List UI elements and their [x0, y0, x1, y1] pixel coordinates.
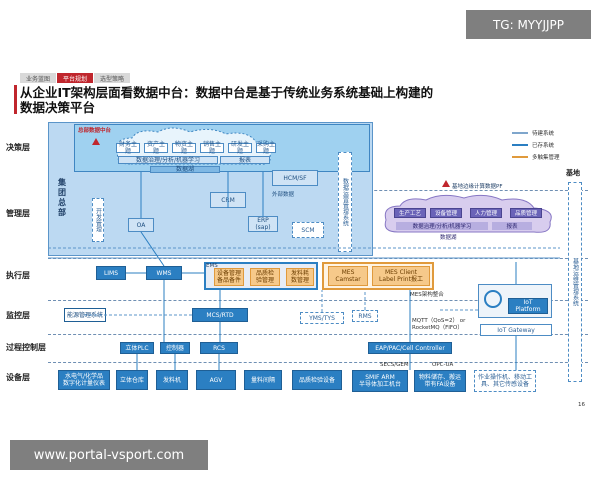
lims-system[interactable]: LIMS	[96, 266, 126, 280]
layer-execution: 执行层	[6, 271, 30, 280]
base-equipment[interactable]: 设备管理	[430, 208, 462, 218]
device-meters[interactable]: 水电气/化学品 数字化计量仪表	[58, 370, 110, 390]
device-smif[interactable]: SMIF ARM 半导体加工机台	[352, 370, 408, 392]
iot-gateway[interactable]: IoT Gateway	[480, 324, 552, 336]
ems-equipment-spare[interactable]: 设备管理 备品备件	[214, 268, 244, 286]
base-hr[interactable]: 人力管理	[470, 208, 502, 218]
mes-camstar[interactable]: MES Camstar	[328, 266, 368, 286]
device-dispatcher[interactable]: 发料机	[156, 370, 188, 390]
legend-planned: 待建系统	[532, 131, 555, 137]
layer-decision: 决策层	[6, 143, 30, 152]
mes-client[interactable]: MES Client Label Print报工	[372, 266, 430, 286]
topic-purchase[interactable]: 采购主题	[256, 141, 276, 155]
oa-system[interactable]: OA	[128, 218, 154, 232]
topic-sales[interactable]: 销售主题	[200, 141, 224, 155]
layer-device: 设备层	[6, 373, 30, 382]
topic-rnd[interactable]: 研发主题	[228, 141, 252, 155]
topic-finance[interactable]: 财务主题	[116, 141, 140, 155]
hq-governance[interactable]: 数据治理/分析/机器学习	[118, 156, 218, 164]
erp-label: ERP	[257, 217, 269, 224]
base-quality[interactable]: 品质管理	[510, 208, 542, 218]
legend-multi: 多触集管理	[532, 155, 560, 161]
external-data: 外部数据	[272, 192, 295, 198]
layer-management: 管理层	[6, 209, 30, 218]
page-title-line2: 数据决策平台	[20, 100, 96, 115]
warning-icon	[92, 138, 100, 145]
legend-planned-line	[512, 132, 528, 134]
crm-system[interactable]: CRM	[210, 192, 246, 208]
plc-stereo[interactable]: 立体PLC	[120, 342, 154, 354]
iot-platform-label: IoT Platform	[508, 298, 548, 314]
separator-4	[48, 334, 588, 335]
dev-management[interactable]: 开发管理	[92, 198, 104, 242]
device-quality[interactable]: 品质检验设备	[292, 370, 342, 390]
separator-3	[48, 300, 588, 301]
controller[interactable]: 控制器	[160, 342, 190, 354]
mqtt-note: MQTT（QoS=2） or RocketMQ（FIFO）	[412, 318, 466, 331]
watermark-top: TG: MYYJJPP	[466, 10, 591, 39]
erp-system[interactable]: ERP (sap)	[248, 216, 278, 232]
base-label: 基地	[566, 169, 580, 177]
legend-multi-line	[512, 156, 528, 158]
base-ops-management[interactable]: 基地运维管理系统	[568, 182, 582, 382]
yms-tys[interactable]: YMS/TYS	[300, 312, 344, 324]
base-warning-icon	[442, 180, 450, 187]
hq-datalake[interactable]: 数据湖	[150, 166, 220, 173]
layer-monitoring: 监控层	[6, 311, 30, 320]
hq-report[interactable]: 报表	[220, 156, 270, 164]
base-governance[interactable]: 数据治理/分析/机器学习	[396, 222, 488, 230]
hq-platform-label: 总部数据中台	[78, 128, 112, 134]
base-process[interactable]: 生产工艺	[394, 208, 426, 218]
base-report[interactable]: 报表	[492, 222, 532, 230]
tab-platform-planning[interactable]: 平台规划	[57, 73, 93, 83]
tab-business-blueprint[interactable]: 业务蓝图	[20, 73, 56, 83]
device-storage[interactable]: 物料储存、搬运 带有FA设备	[414, 370, 466, 392]
separator-5	[48, 362, 588, 363]
opc-ua: OPC-UA	[432, 362, 454, 368]
rms[interactable]: RMS	[352, 310, 378, 322]
tab-selection-strategy[interactable]: 选型策略	[94, 73, 130, 83]
rcs[interactable]: RCS	[200, 342, 238, 354]
iot-platform-icon	[484, 290, 502, 308]
base-edge-center: 基地边缘计算数据PF	[452, 184, 503, 190]
device-warehouse[interactable]: 立体仓库	[116, 370, 148, 390]
ems-dispatch[interactable]: 发料耗 数管理	[286, 268, 314, 286]
mcs-rtd[interactable]: MCS/RTD	[192, 308, 248, 322]
page-number: 16	[578, 402, 585, 408]
ems-quality-check[interactable]: 品质检 验管理	[250, 268, 280, 286]
device-material-room[interactable]: 量料间隔	[244, 370, 282, 390]
ems-label: EMS	[206, 263, 218, 269]
topic-material[interactable]: 物资主题	[172, 141, 196, 155]
hq-ops-management[interactable]: 数据运营管理系统	[338, 152, 352, 252]
erp-sub-label: (sap)	[255, 224, 271, 231]
topic-asset[interactable]: 资产主题	[144, 141, 168, 155]
separator-2	[48, 258, 588, 259]
layer-process-control: 过程控制层	[6, 343, 46, 352]
scm-system[interactable]: SCM	[292, 222, 324, 238]
watermark-bottom: www.portal-vsport.com	[10, 440, 208, 470]
wms-system[interactable]: WMS	[146, 266, 182, 280]
device-sensors[interactable]: 作业操作机、移动工 具、其它传感设备	[474, 370, 536, 392]
page-title-line1: 从企业IT架构层面看数据中台：数据中台是基于传统业务系统基础上构建的	[20, 85, 434, 100]
hcm-sf[interactable]: HCM/SF	[272, 170, 318, 186]
hq-label: 集团总部	[58, 178, 66, 217]
device-agv[interactable]: AGV	[196, 370, 236, 390]
title-accent	[14, 85, 17, 114]
base-datalake: 数据湖	[440, 235, 457, 241]
legend-existing-line	[512, 144, 528, 146]
secs-gem: SECS/GEM	[380, 362, 409, 368]
energy-mgmt[interactable]: 能源管理系统	[64, 308, 106, 322]
legend-existing: 已存系统	[532, 143, 555, 149]
eap-controller[interactable]: EAP/PAC/Cell Controller	[368, 342, 452, 354]
mes-arch-integration: MES架构整合	[410, 292, 444, 298]
